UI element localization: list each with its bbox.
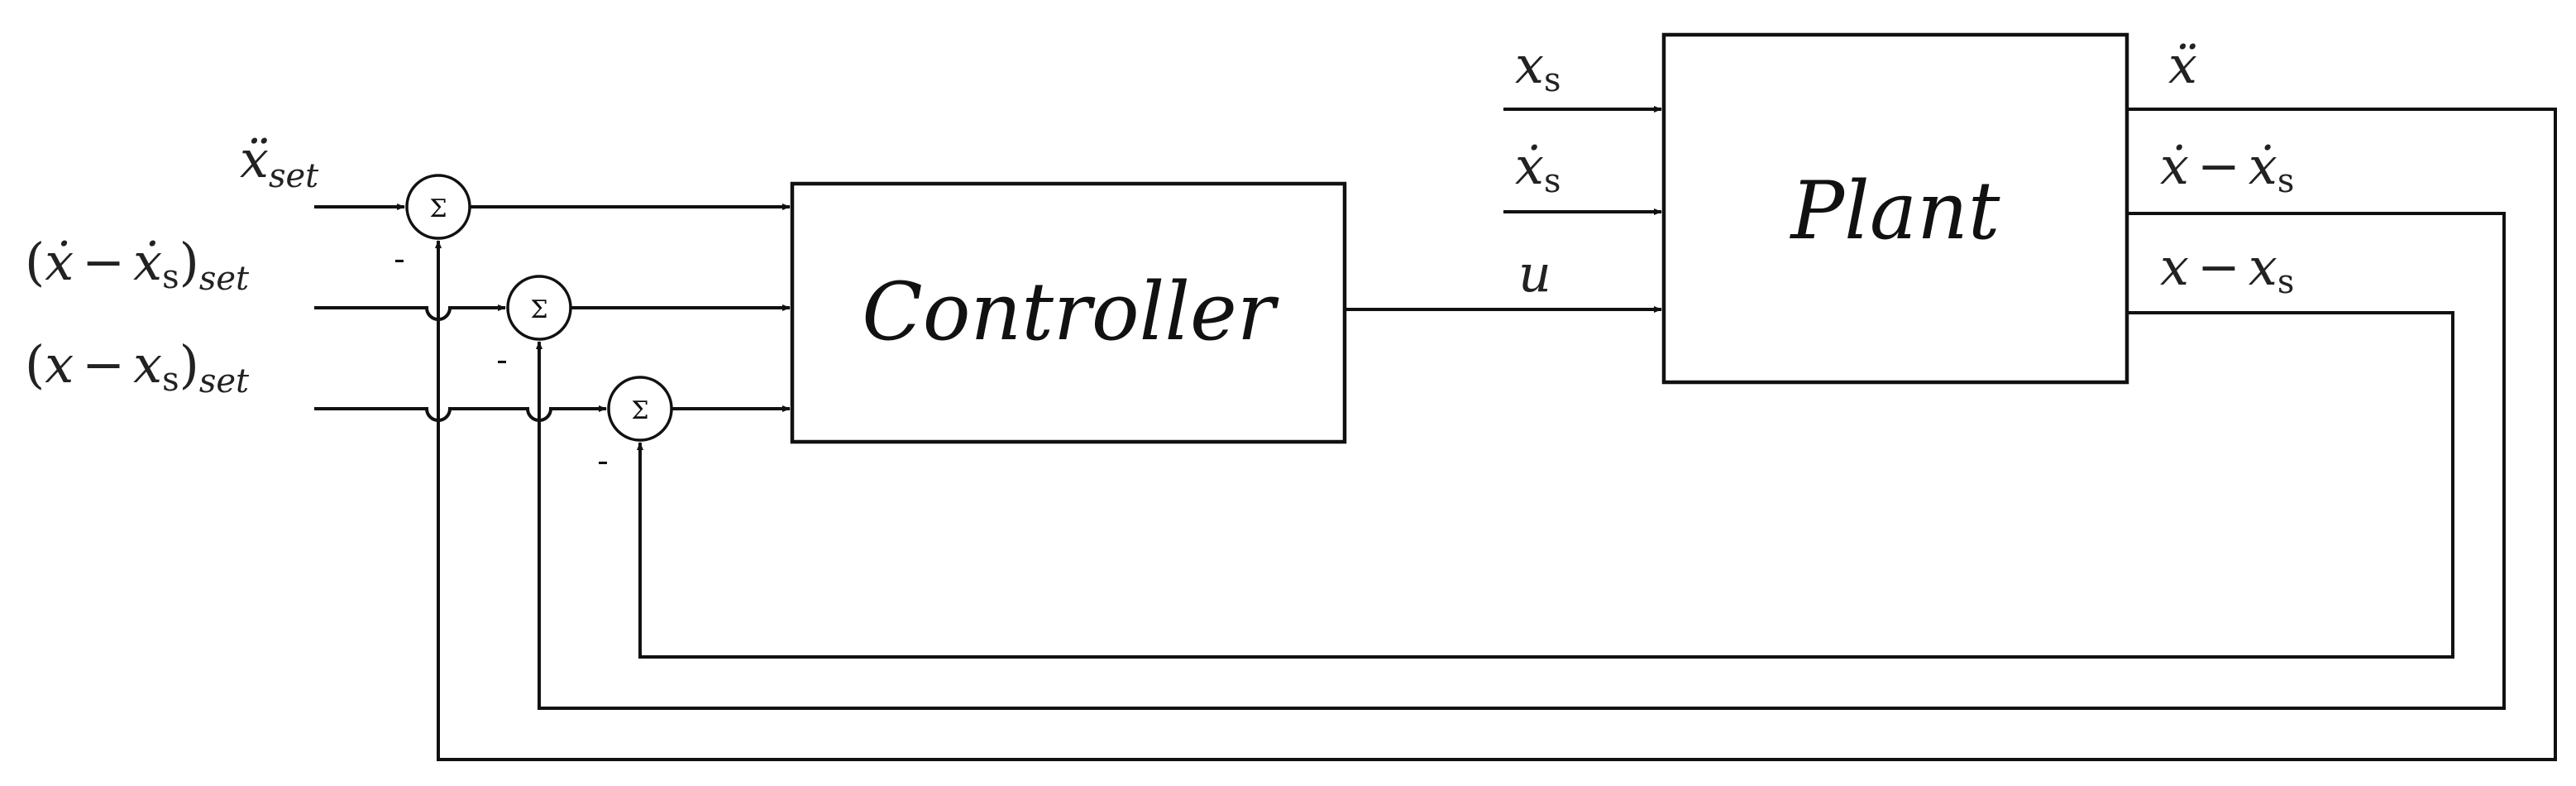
- controller-block: Controller: [790, 181, 1347, 444]
- minus-sign-vel: -: [496, 342, 508, 378]
- minus-sign-acc: -: [394, 241, 405, 277]
- label-pos-setpoint: (x−xs)set: [25, 334, 250, 400]
- controller-label: Controller: [862, 266, 1279, 358]
- label-vel-setpoint: (ẋ−ẋs)set: [25, 232, 250, 298]
- plant-label: Plant: [1790, 165, 2000, 257]
- label-output-acc: ẍ: [2168, 35, 2197, 95]
- svg-text:Σ: Σ: [530, 295, 547, 324]
- sum-junction-vel: Σ -: [496, 275, 572, 378]
- sum-junction-pos: Σ -: [597, 376, 673, 479]
- label-acc-setpoint: ẍset: [240, 129, 319, 195]
- label-xsdot: ẋs: [1515, 136, 1561, 200]
- label-output-vel: ẋ−ẋs: [2160, 136, 2294, 200]
- plant-block: Plant: [1661, 32, 2129, 385]
- wire-vel-setpoint: [314, 304, 506, 321]
- label-xs: xs: [1515, 35, 1561, 99]
- wire-pos-setpoint: [314, 405, 607, 422]
- sum-junction-acc: Σ -: [394, 174, 471, 277]
- svg-text:Σ: Σ: [631, 396, 648, 425]
- label-output-pos: x−xs: [2160, 237, 2294, 301]
- feedback-pos: [637, 311, 2454, 659]
- minus-sign-pos: -: [597, 443, 609, 479]
- feedback-vel: [536, 212, 2506, 710]
- svg-text:Σ: Σ: [429, 194, 447, 223]
- feedback-acc: [435, 108, 2557, 761]
- label-u: u: [1518, 243, 1551, 304]
